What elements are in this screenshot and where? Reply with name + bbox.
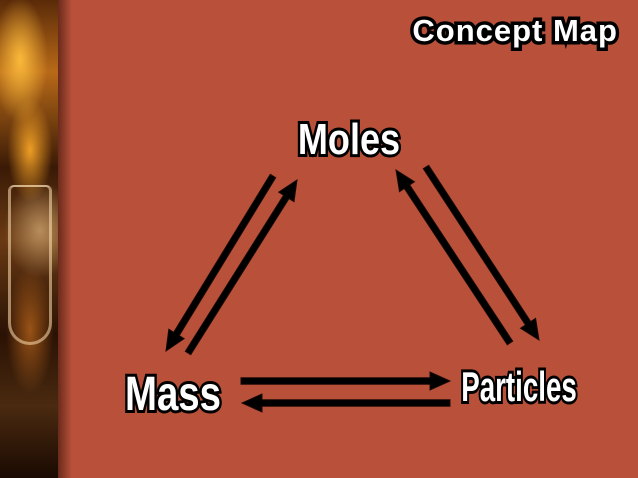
arrow-moles-to-mass xyxy=(165,173,277,353)
slide-title: Concept Map xyxy=(412,13,618,48)
arrow-mass-to-particles xyxy=(240,371,452,391)
arrow-moles-to-particles xyxy=(422,164,540,342)
node-moles: Moles xyxy=(298,115,400,164)
test-tube-photo-strip xyxy=(0,0,72,478)
arrow-particles-to-moles xyxy=(395,168,514,346)
node-mass: Mass xyxy=(125,368,221,421)
node-particles: Particles xyxy=(461,363,577,410)
arrow-mass-to-moles xyxy=(184,178,298,356)
edge-group xyxy=(165,164,540,413)
arrow-particles-to-mass xyxy=(240,393,451,413)
test-tube-icon xyxy=(8,185,52,345)
